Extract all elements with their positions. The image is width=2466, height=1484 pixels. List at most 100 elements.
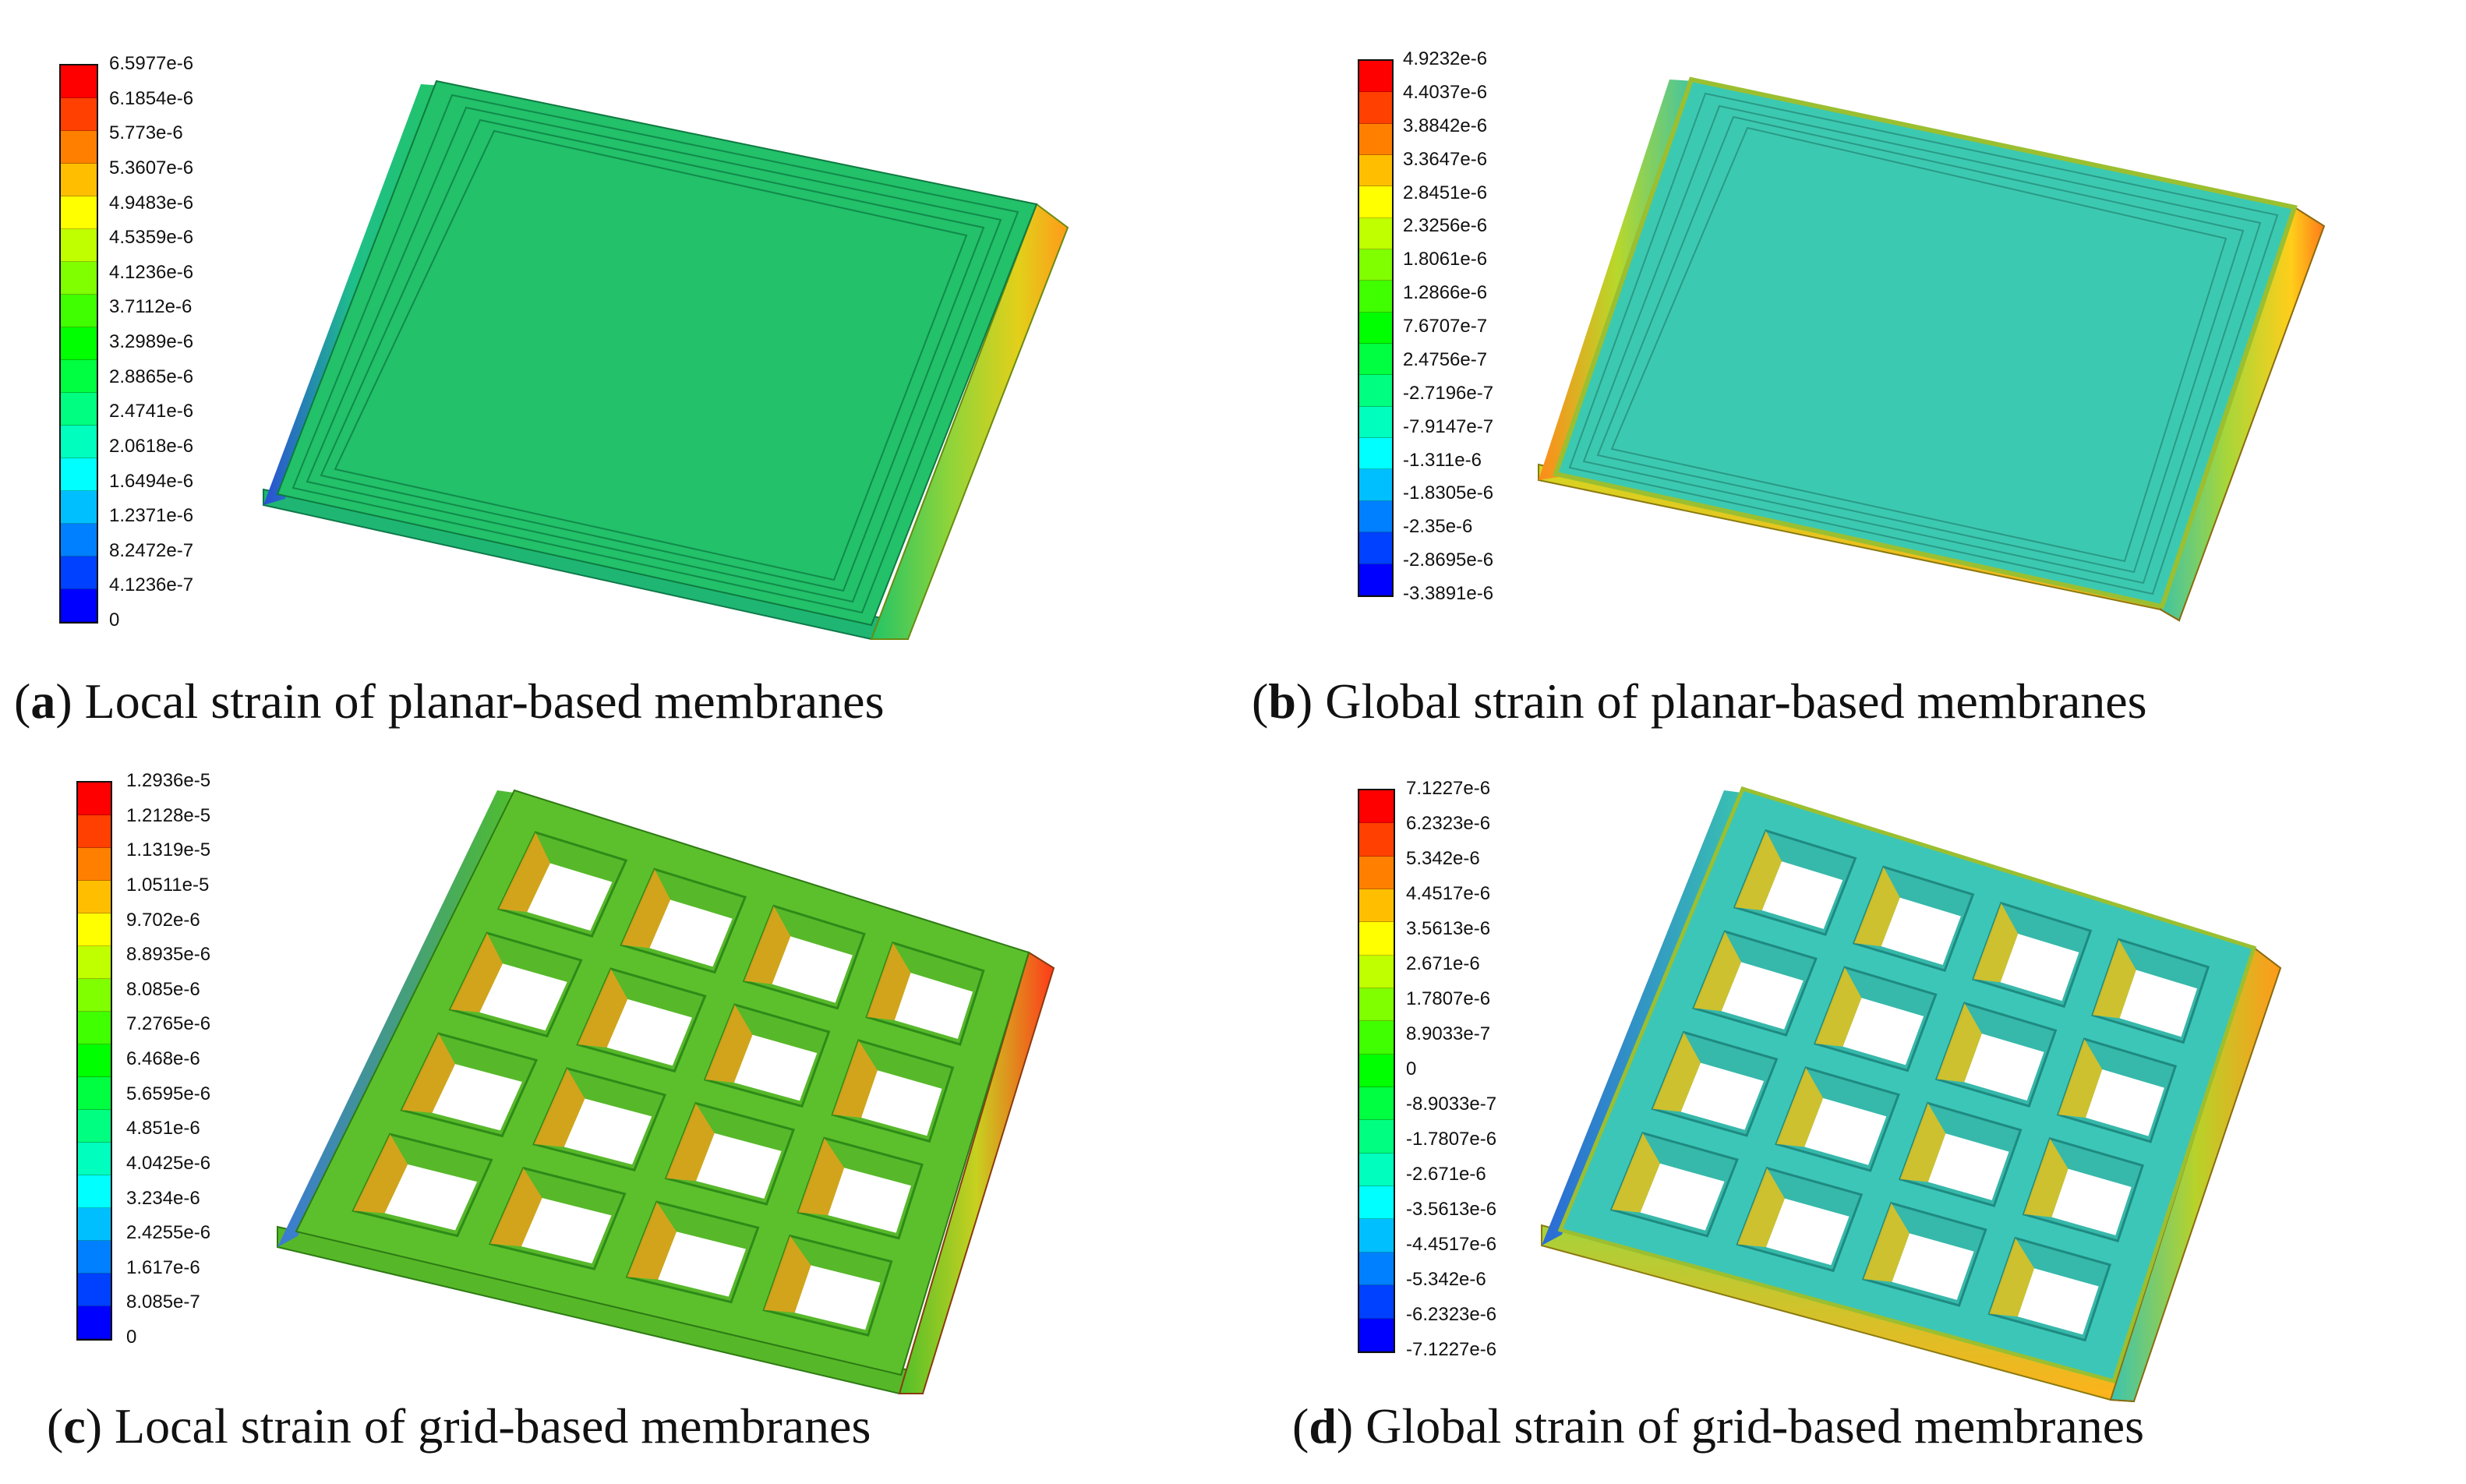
colorbar-tick-label: 8.8935e-6 [126,944,211,966]
colorbar-tick-label: 7.6707e-7 [1403,316,1488,337]
colorbar-tick-label: 1.1319e-5 [126,839,211,861]
grid-cell-shadow [1899,1103,1946,1182]
colorbar-tick-label: 2.4255e-6 [126,1222,211,1244]
colorbar-swatch [78,1241,111,1274]
grid-cell-opening [1765,1198,1850,1266]
grid-cell-shadow [1734,830,1782,910]
colorbar-swatch [61,229,97,262]
colorbar-swatch [1359,312,1392,344]
colorbar-swatch [1359,249,1392,281]
grid-cell-shadow [534,1068,585,1147]
colorbar-swatch [1359,889,1394,923]
colorbar-swatch [61,65,97,98]
colorbar-swatch [61,262,97,295]
colorbar-tick-label: 3.234e-6 [126,1187,200,1209]
colorbar-tick-label: 1.617e-6 [126,1256,200,1278]
grid-cell-shadow [578,969,628,1048]
colorbar-tick-label: 5.773e-6 [109,122,183,144]
colorbar-swatch [78,913,111,946]
colorbar-d [1358,789,1395,1353]
colorbar-tick-label: 3.2989e-6 [109,331,194,352]
colorbar-swatch [1359,281,1392,313]
colorbar-swatch [78,881,111,913]
colorbar-tick-label: 3.5613e-6 [1406,918,1491,939]
colorbar-tick-label: 8.2472e-7 [109,539,194,561]
colorbar-tick-label: 6.468e-6 [126,1048,200,1069]
colorbar-tick-label: 5.3607e-6 [109,157,194,178]
colorbar-tick-label: 1.8061e-6 [1403,249,1488,270]
colorbar-swatch [78,1175,111,1208]
colorbar-swatch [61,98,97,131]
colorbar-tick-label: 1.2128e-5 [126,804,211,826]
grid-cell-shadow [490,1168,542,1247]
colorbar-tick-label: 4.9232e-6 [1403,48,1488,69]
colorbar-tick-label: 7.1227e-6 [1406,778,1491,799]
membrane-render-a [263,80,1069,640]
grid-cell-opening [521,1198,612,1264]
colorbar-tick-label: -1.8305e-6 [1403,482,1494,504]
colorbar-tick-label: -8.9033e-7 [1406,1094,1497,1115]
colorbar-tick-label: -1.311e-6 [1403,449,1482,471]
grid-cell-shadow [498,832,550,913]
grid-cell-shadow [450,933,503,1012]
colorbar-tick-label: 4.0425e-6 [126,1152,211,1174]
grid-cell-opening [2000,933,2079,1002]
colorbar-tick-label: 5.342e-6 [1406,848,1480,869]
colorbar-tick-label: 2.0618e-6 [109,435,194,457]
grid-cell-shadow [2093,939,2136,1019]
grid-cell-opening [658,1231,746,1297]
caption-a: (a) Local strain of planar-based membran… [14,673,885,729]
grid-cell-shadow [627,1202,677,1280]
colorbar-swatch [61,393,97,426]
grid-cell-opening [649,899,733,967]
grid-cell-shadow [705,1005,753,1083]
colorbar-swatch [78,1110,111,1143]
colorbar-tick-label: 2.8451e-6 [1403,182,1488,203]
colorbar-tick-label: 2.3256e-6 [1403,215,1488,237]
colorbar-swatch [1359,1186,1394,1220]
colorbar-tick-label: 6.2323e-6 [1406,813,1491,834]
membrane-render-b [1538,76,2326,622]
colorbar-swatch [78,1044,111,1077]
grid-cell-shadow [744,906,791,984]
grid-cell-opening [894,973,973,1039]
colorbar-swatch [1359,823,1394,857]
colorbar-swatch [1359,790,1394,824]
colorbar-tick-label: 4.4517e-6 [1406,883,1491,904]
colorbar-tick-label: 1.2936e-5 [126,770,211,791]
grid-cell-opening [527,863,613,931]
colorbar-tick-label: 3.7112e-6 [109,296,193,318]
grid-cell-shadow [1853,867,1900,947]
grid-cell-opening [828,1168,911,1233]
colorbar-tick-label: 3.8842e-6 [1403,115,1488,136]
colorbar-tick-label: 2.4741e-6 [109,401,194,422]
colorbar-swatch [1359,1153,1394,1187]
colorbar-tick-label: 4.1236e-6 [109,261,194,283]
colorbar-tick-label: 8.085e-7 [126,1291,200,1313]
grid-cell-opening [1804,1097,1887,1165]
grid-cell-opening [772,936,853,1003]
colorbar-tick-label: -2.8695e-6 [1403,549,1494,571]
grid-cell-opening [1892,1233,1974,1300]
grid-cell-shadow [1694,931,1741,1012]
colorbar-swatch [1359,988,1394,1022]
caption-c: (c) Local strain of grid-based membranes [47,1398,871,1454]
grid-cell-shadow [1611,1132,1660,1213]
colorbar-tick-label: 1.7807e-6 [1406,988,1491,1009]
colorbar-swatch [78,1012,111,1044]
grid-cell-opening [2119,970,2198,1037]
grid-cell-opening [1680,1062,1765,1130]
colorbar-tick-label: 7.2765e-6 [126,1013,211,1035]
colorbar-swatch [1359,1021,1394,1055]
grid-cell-opening [2051,1168,2132,1235]
grid-cell-opening [1881,897,1961,965]
colorbar-tick-label: -5.342e-6 [1406,1269,1486,1290]
colorbar-tick-label: 2.671e-6 [1406,953,1480,974]
colorbar-swatch [61,426,97,458]
colorbar-swatch [1359,1054,1394,1088]
colorbar-swatch [1359,217,1392,250]
colorbar-tick-label: 2.4756e-7 [1403,348,1488,370]
grid-cell-shadow [353,1134,408,1214]
